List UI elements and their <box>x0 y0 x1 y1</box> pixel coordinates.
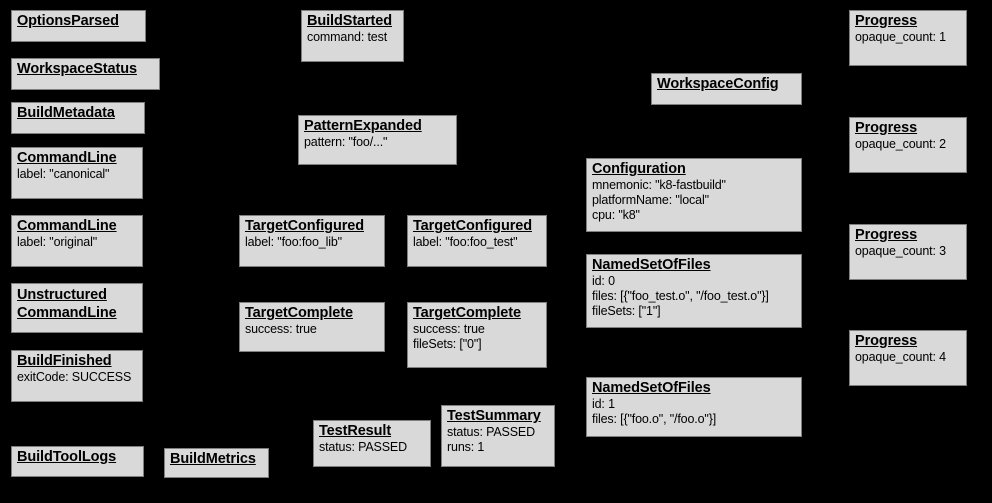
event-node-attributes: success: true <box>245 321 317 336</box>
event-node-attributes: mnemonic: "k8-fastbuild" platformName: "… <box>592 177 726 223</box>
event-node-build-tool-logs[interactable]: BuildToolLogs <box>11 446 144 477</box>
event-node-attributes: command: test <box>307 29 388 44</box>
event-node-title: BuildFinished <box>17 353 112 369</box>
event-node-options-parsed[interactable]: OptionsParsed <box>11 10 146 42</box>
event-node-title: TestResult <box>319 423 392 439</box>
event-node-title: TargetConfigured <box>245 218 364 234</box>
event-node-attributes: status: PASSED <box>319 439 407 454</box>
event-node-title: PatternExpanded <box>304 118 422 134</box>
event-node-workspace-status[interactable]: WorkspaceStatus <box>11 58 160 90</box>
event-node-title: CommandLine <box>17 150 117 166</box>
event-node-title: Progress <box>855 120 918 136</box>
event-node-attributes: opaque_count: 2 <box>855 136 946 151</box>
event-node-title: NamedSetOfFiles <box>592 380 711 396</box>
event-node-attributes: label: "canonical" <box>17 166 110 181</box>
event-node-attributes: label: "original" <box>17 234 97 249</box>
event-node-title: TargetConfigured <box>413 218 532 234</box>
event-node-attributes: success: true fileSets: ["0"] <box>413 321 485 351</box>
event-node-build-metadata[interactable]: BuildMetadata <box>11 102 145 134</box>
event-node-title: BuildToolLogs <box>17 449 117 465</box>
event-node-title: Progress <box>855 13 918 29</box>
event-node-attributes: exitCode: SUCCESS <box>17 369 132 384</box>
event-node-attributes: opaque_count: 3 <box>855 243 946 258</box>
event-node-title: BuildStarted <box>307 13 393 29</box>
event-node-title: NamedSetOfFiles <box>592 257 711 273</box>
event-node-title: OptionsParsed <box>17 13 119 29</box>
event-node-attributes: opaque_count: 1 <box>855 29 946 44</box>
event-node-title: TargetComplete <box>245 305 353 321</box>
event-node-title: WorkspaceConfig <box>657 76 779 92</box>
event-node-title: TargetComplete <box>413 305 521 321</box>
event-node-attributes: pattern: "foo/..." <box>304 134 388 149</box>
event-node-build-metrics[interactable]: BuildMetrics <box>164 448 269 478</box>
event-node-title: CommandLine <box>17 218 117 234</box>
event-node-title: BuildMetadata <box>17 105 115 121</box>
event-node-title: Configuration <box>592 161 686 177</box>
event-node-title: Progress <box>855 227 918 243</box>
event-node-attributes: id: 0 files: [{"foo_test.o", "/foo_test.… <box>592 273 769 319</box>
event-node-attributes: label: "foo:foo_test" <box>413 234 518 249</box>
event-node-attributes: label: "foo:foo_lib" <box>245 234 342 249</box>
event-node-title: TestSummary <box>447 408 541 424</box>
event-node-workspace-config[interactable]: WorkspaceConfig <box>651 73 802 105</box>
event-node-attributes: id: 1 files: [{"foo.o", "/foo.o"}] <box>592 396 717 426</box>
event-node-attributes: opaque_count: 4 <box>855 349 946 364</box>
event-node-title: WorkspaceStatus <box>17 61 137 77</box>
event-node-title: Progress <box>855 333 918 349</box>
event-node-attributes: status: PASSED runs: 1 <box>447 424 535 454</box>
event-node-title: BuildMetrics <box>170 451 256 467</box>
